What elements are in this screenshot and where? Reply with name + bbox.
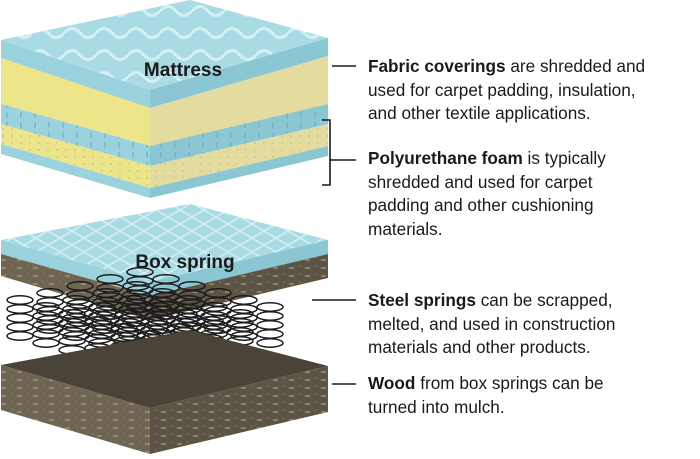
foam-line-2: shredded and used for carpet: [368, 171, 593, 192]
foam-core-side: [150, 56, 328, 146]
spring-coil: [62, 295, 90, 341]
foam-line-4: materials.: [368, 218, 443, 239]
fabric-line-2: used for carpet padding, insulation,: [368, 79, 636, 100]
fabric-line-1: are shredded and: [505, 56, 646, 76]
fabric-callout: Fabric coverings are shredded and used f…: [368, 55, 645, 126]
wood-term: Wood: [368, 373, 416, 393]
foam-line-3: padding and other cushioning: [368, 195, 594, 215]
mattress-label: Mattress: [144, 60, 222, 81]
foam-term: Polyurethane foam: [368, 148, 523, 168]
fabric-line-3: and other textile applications.: [368, 103, 591, 123]
springs-line-2: melted, and used in construction: [368, 313, 616, 334]
leader-lines: [312, 65, 356, 385]
box-spring-label: Box spring: [135, 252, 234, 273]
foam-core-front: [1, 58, 150, 146]
foam-callout: Polyurethane foam is typically shredded …: [368, 147, 606, 241]
fabric-term: Fabric coverings: [368, 56, 506, 76]
wood-callout: Wood from box springs can be turned into…: [368, 372, 604, 419]
springs-line-1: can be scrapped,: [475, 290, 613, 310]
wood-line-2: turned into mulch.: [368, 396, 505, 417]
spring-coil: [6, 295, 34, 341]
springs-line-3: materials and other products.: [368, 337, 591, 357]
foam-line-1: is typically: [522, 148, 606, 168]
wood-base-layer: [1, 330, 328, 454]
mattress-layer: [1, 0, 328, 198]
wood-line-1: from box springs can be: [415, 373, 604, 393]
spring-coil: [256, 302, 284, 348]
spring-coil: [32, 302, 60, 348]
foam-bracket: [322, 119, 331, 186]
wood-base-top: [1, 330, 328, 408]
springs-callout: Steel springs can be scrapped, melted, a…: [368, 289, 615, 360]
spring-coil: [230, 295, 258, 341]
springs-term: Steel springs: [368, 290, 476, 310]
